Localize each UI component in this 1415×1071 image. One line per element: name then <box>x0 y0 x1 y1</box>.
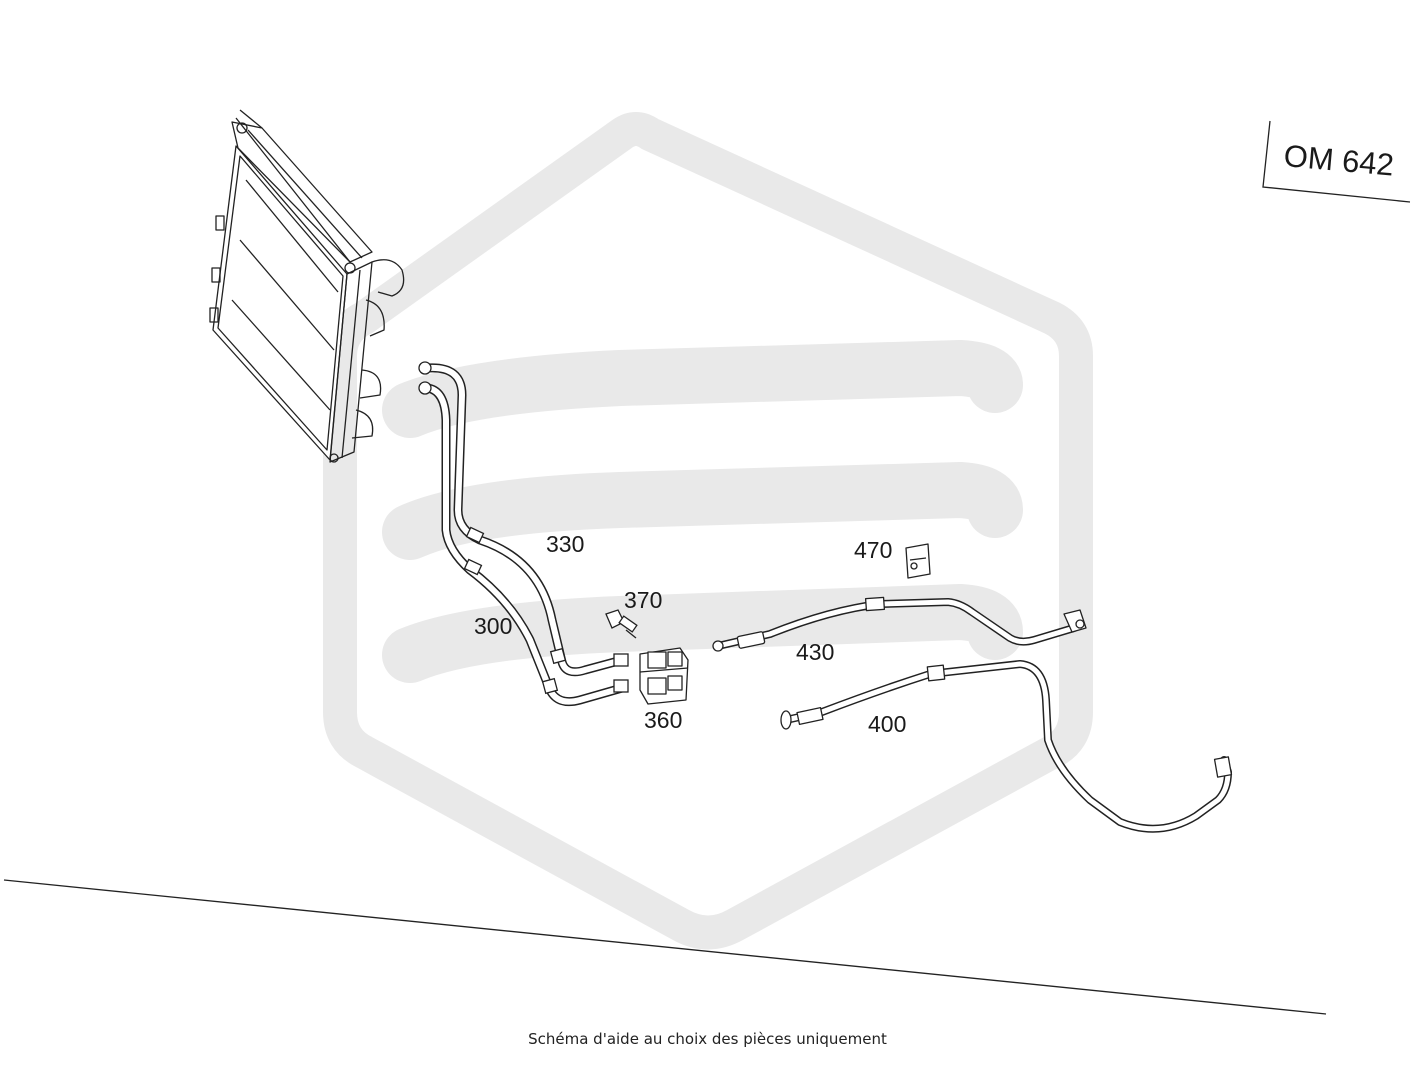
connector-block-360 <box>639 647 689 705</box>
callout-370: 370 <box>624 587 662 613</box>
pipe-fittings <box>418 361 629 695</box>
callout-400: 400 <box>868 711 906 737</box>
hose-430 <box>712 596 1087 652</box>
caption: Schéma d'aide au choix des pièces unique… <box>528 1030 887 1048</box>
callout-470: 470 <box>854 537 892 563</box>
engine-code-box <box>1262 120 1411 203</box>
ground-line <box>3 879 1327 1015</box>
clip-470 <box>905 543 931 579</box>
callout-330: 330 <box>546 531 584 557</box>
callout-430: 430 <box>796 639 834 665</box>
callout-360: 360 <box>644 707 682 733</box>
bolt-370 <box>605 609 638 639</box>
engine-code-label: OM 642 <box>1282 138 1395 182</box>
pipe-330 <box>423 363 627 677</box>
radiator-module <box>209 109 405 463</box>
hose-400 <box>780 660 1233 833</box>
callout-300: 300 <box>474 613 512 639</box>
